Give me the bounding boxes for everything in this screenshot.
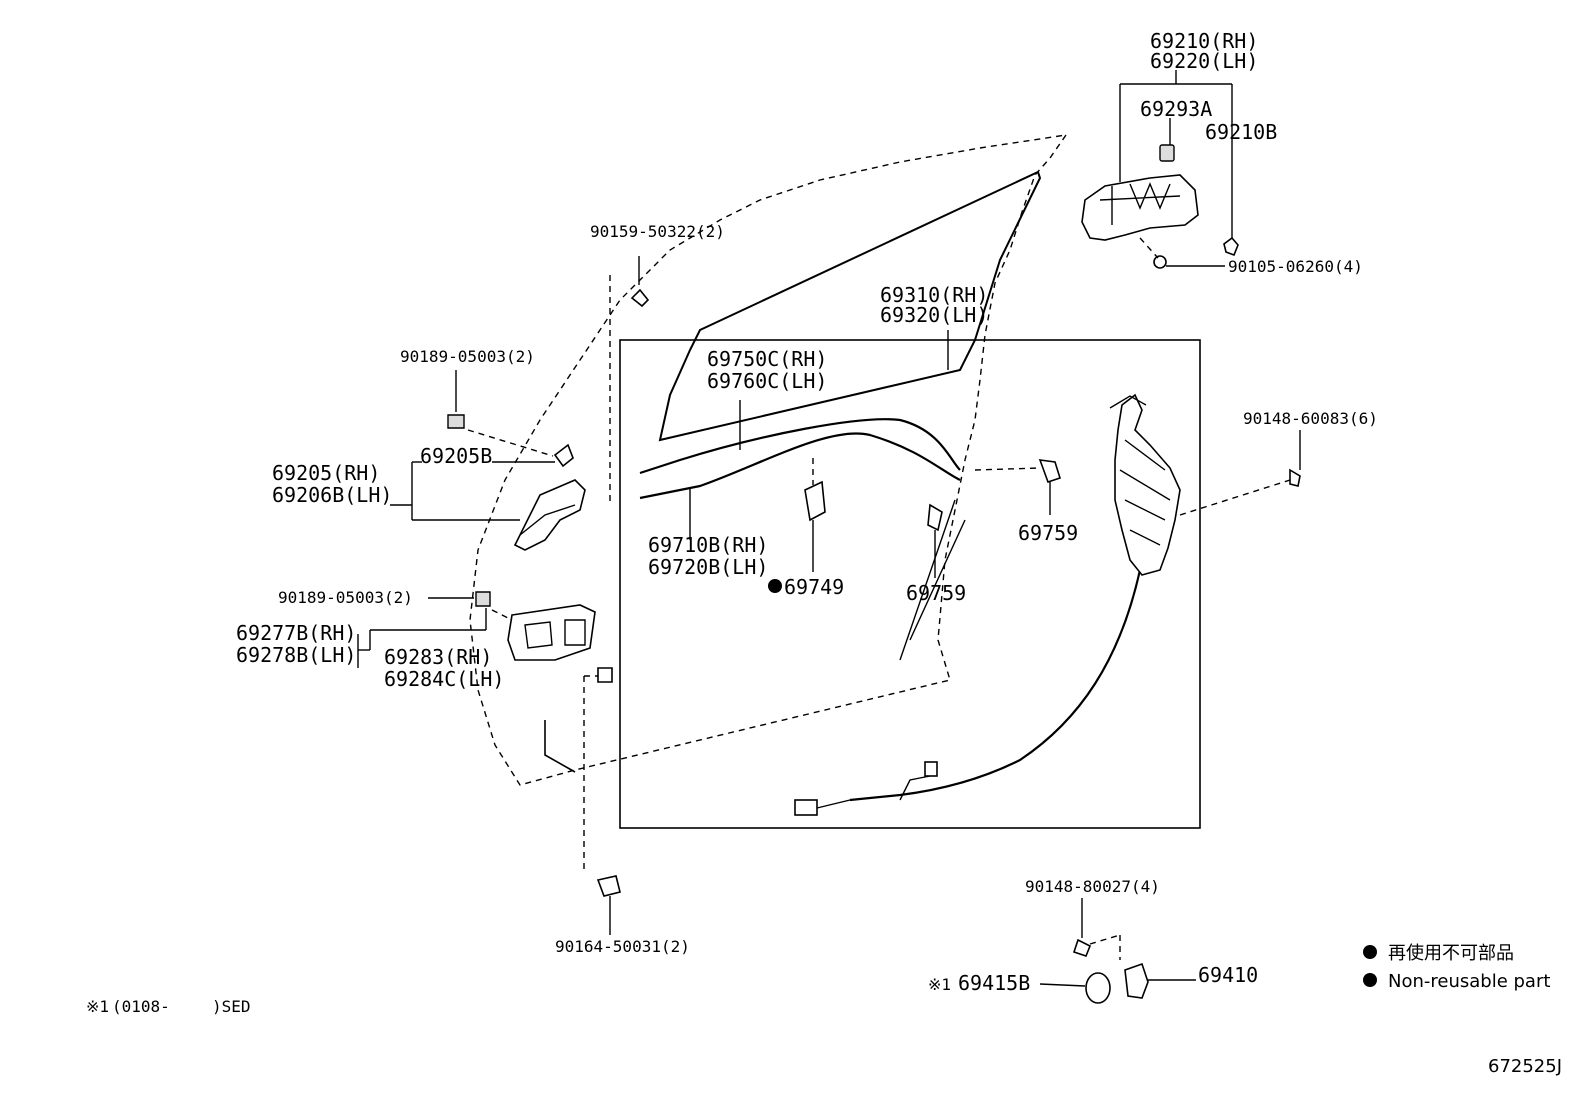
- labels: 69210(RH) 69220(LH) 69293A 69210B 90105-…: [236, 29, 1378, 995]
- label-69220-lh: 69220(LH): [1150, 49, 1258, 73]
- label-69284c-lh: 69284C(LH): [384, 667, 504, 691]
- label-69410: 69410: [1198, 963, 1258, 987]
- footnote-model: )SED: [212, 997, 251, 1016]
- legend-bullet-en: [1363, 973, 1377, 987]
- legend-text-jp: 再使用不可部品: [1388, 943, 1514, 964]
- label-69283-rh: 69283(RH): [384, 645, 492, 669]
- label-90148-60083: 90148-60083(6): [1243, 409, 1378, 428]
- door-lock: [1109, 393, 1301, 576]
- non-reusable-marker-69749: [768, 579, 782, 593]
- label-69320-lh: 69320(LH): [880, 303, 988, 327]
- label-90148-80027: 90148-80027(4): [1025, 877, 1160, 896]
- label-69278b-lh: 69278B(LH): [236, 643, 356, 667]
- door-outline: [469, 134, 1068, 786]
- label-69720b-lh: 69720B(LH): [648, 555, 768, 579]
- label-69759-right: 69759: [1018, 521, 1078, 545]
- label-69310-rh: 69310(RH): [880, 283, 988, 307]
- legend: 再使用不可部品 Non-reusable part: [1363, 943, 1550, 992]
- clips-group: [804, 458, 1061, 661]
- label-69760c-lh: 69760C(LH): [707, 369, 827, 393]
- label-90159-50322: 90159-50322(2): [590, 222, 725, 241]
- bezel-group: [428, 591, 621, 935]
- label-69415b: 69415B: [958, 971, 1030, 995]
- footnote-mark: ※1: [86, 997, 109, 1016]
- label-69210b: 69210B: [1205, 120, 1277, 144]
- striker-group: [1039, 898, 1196, 1004]
- legend-bullet-jp: [1363, 945, 1377, 959]
- label-69750c-rh: 69750C(RH): [707, 347, 827, 371]
- cables-group: [639, 418, 1142, 816]
- label-69759-mid: 69759: [906, 581, 966, 605]
- label-69293a: 69293A: [1140, 97, 1212, 121]
- label-69415b-prefix: ※1: [928, 975, 951, 994]
- label-69710b-rh: 69710B(RH): [648, 533, 768, 557]
- label-69210-rh: 69210(RH): [1150, 29, 1258, 53]
- label-90105-06260: 90105-06260(4): [1228, 257, 1363, 276]
- footnote: ※1 (0108- )SED: [86, 997, 251, 1016]
- footnote-range: (0108-: [112, 997, 170, 1016]
- label-69205b: 69205B: [420, 444, 492, 468]
- label-90189-05003-mid: 90189-05003(2): [278, 588, 413, 607]
- outside-handle-group: [1081, 70, 1239, 269]
- label-69749: 69749: [784, 575, 844, 599]
- label-69277b-rh: 69277B(RH): [236, 621, 356, 645]
- diagram-id: 672525J: [1488, 1056, 1562, 1077]
- inside-handle: [447, 256, 650, 551]
- label-90189-05003-top: 90189-05003(2): [400, 347, 535, 366]
- label-69206b-lh: 69206B(LH): [272, 483, 392, 507]
- assembly-box: [619, 339, 1201, 829]
- label-69205-rh: 69205(RH): [272, 461, 380, 485]
- label-90164-50031: 90164-50031(2): [555, 937, 690, 956]
- legend-text-en: Non-reusable part: [1388, 971, 1550, 992]
- leader-lines: [357, 330, 1301, 668]
